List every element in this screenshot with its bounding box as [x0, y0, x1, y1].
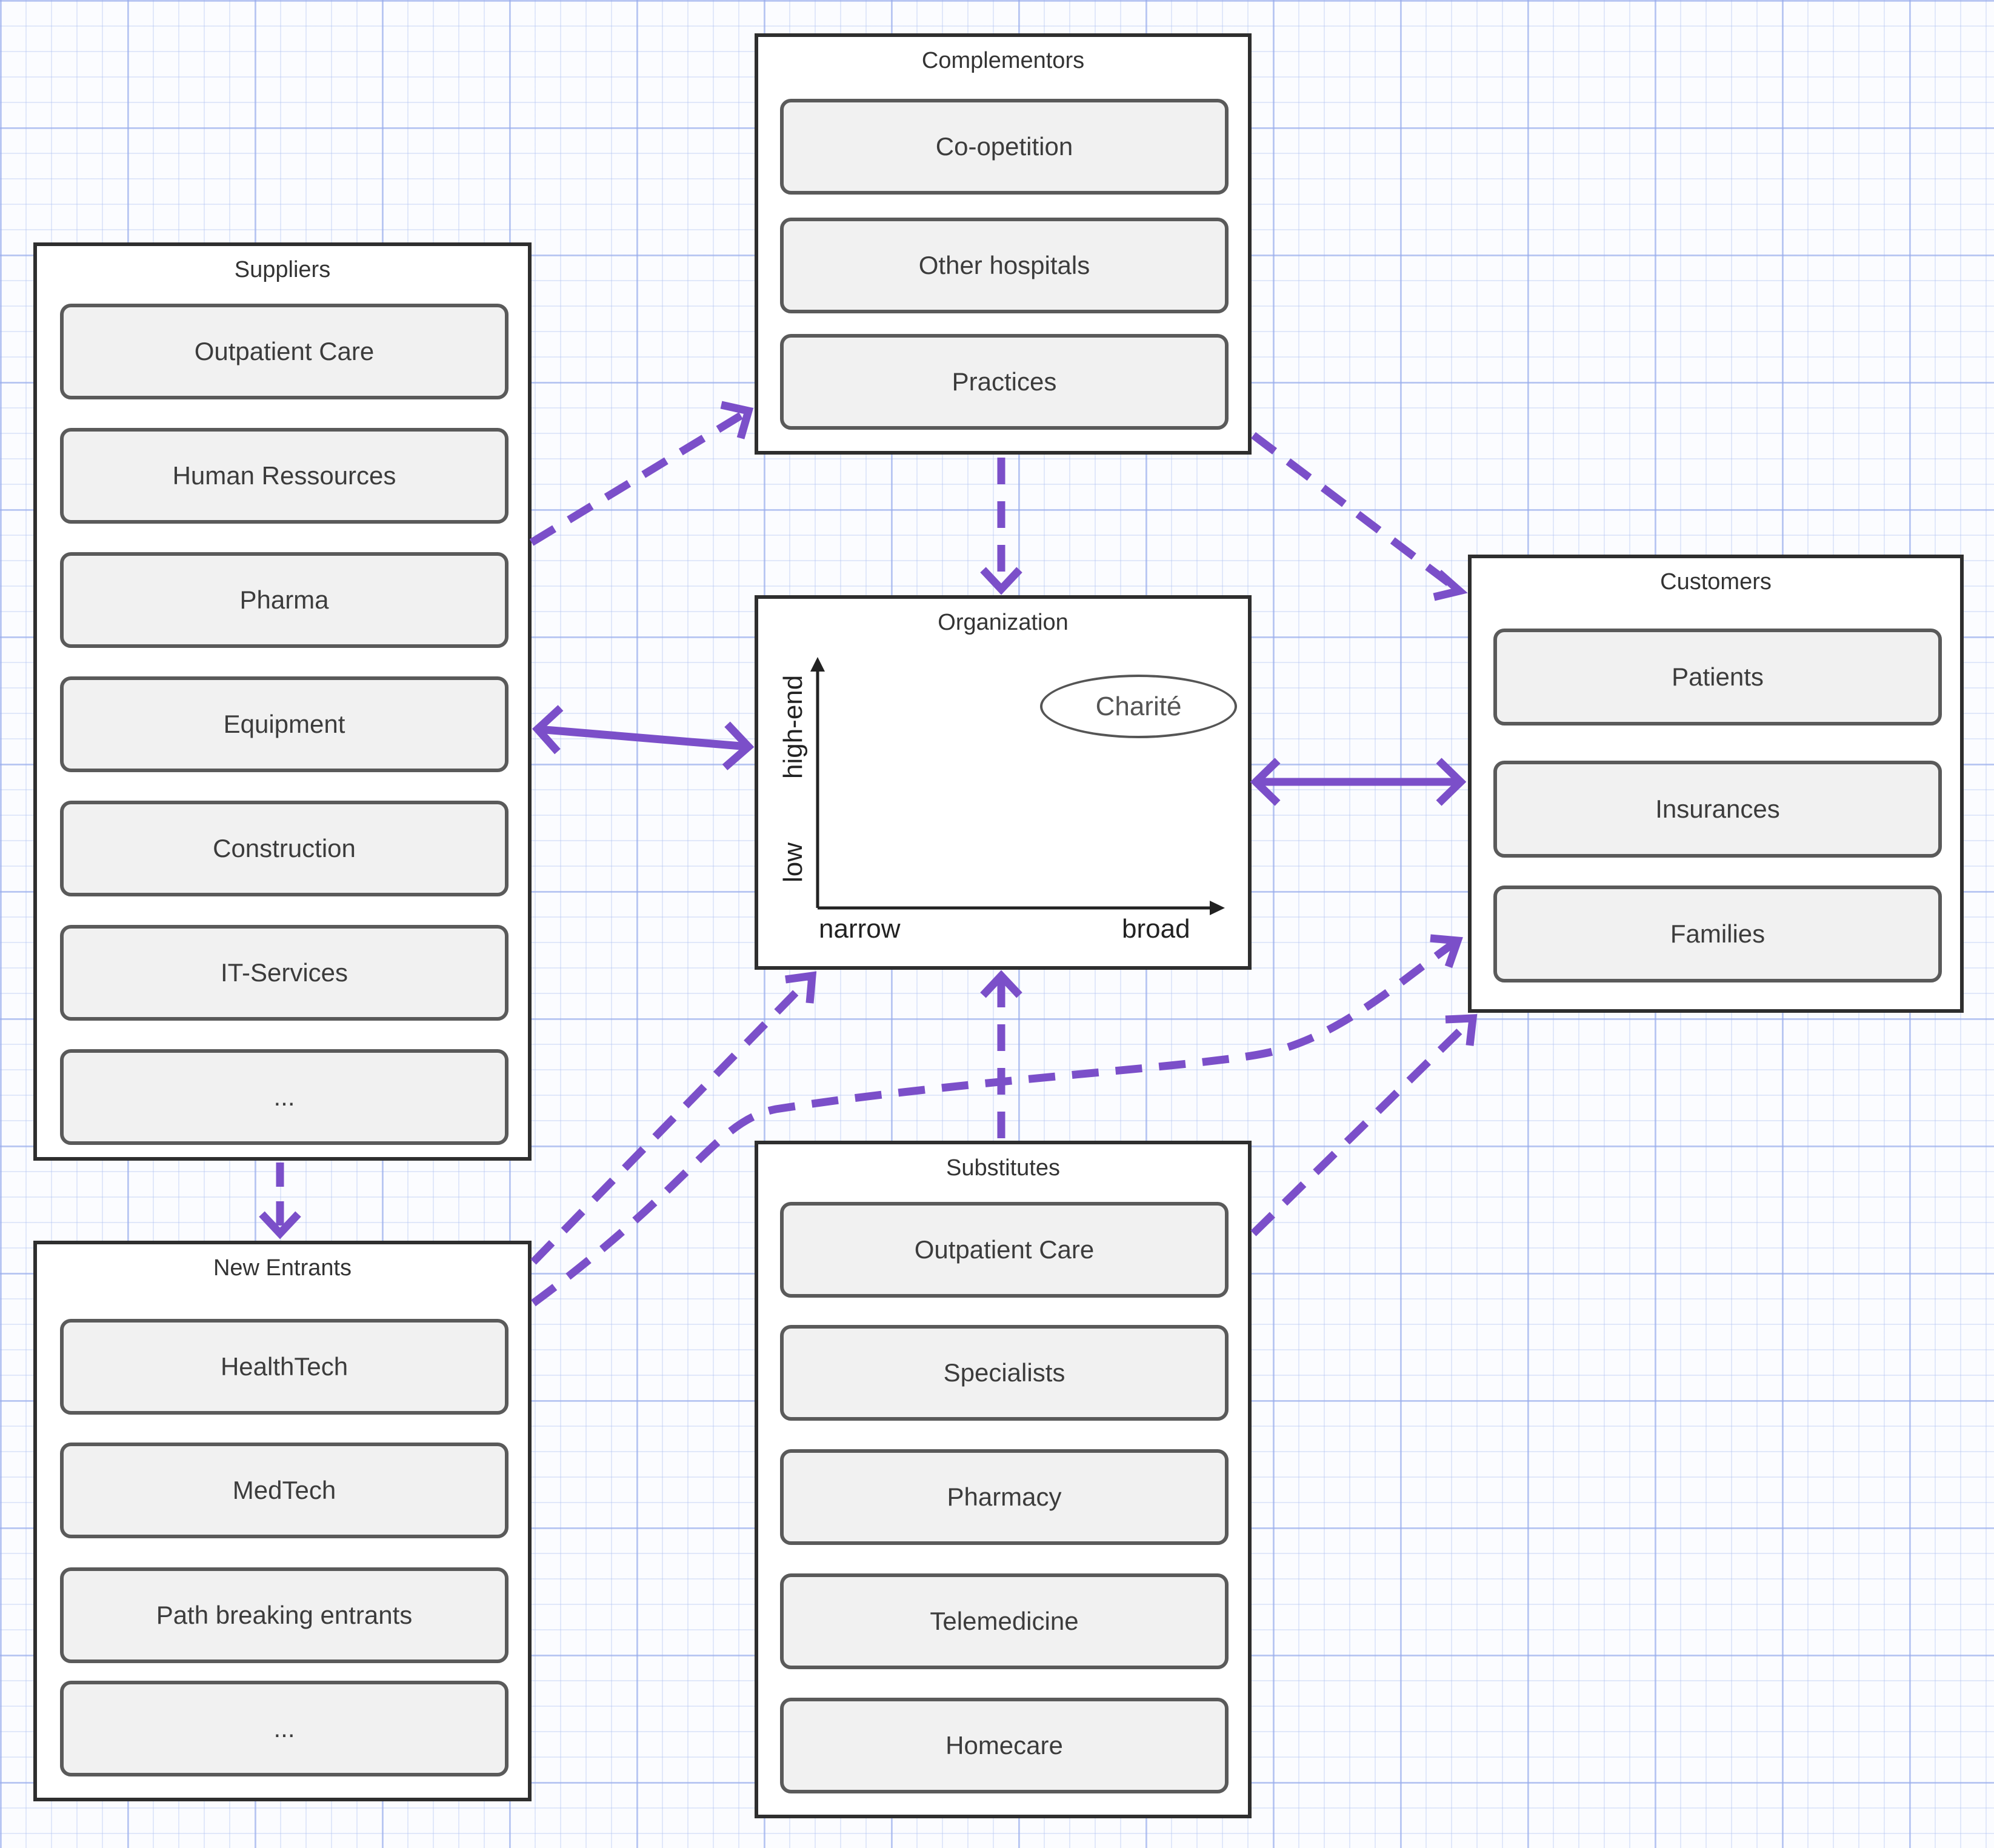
organization-title: Organization [938, 610, 1069, 635]
arrowhead-new-entrants-to-organization [785, 971, 817, 1004]
arrow-substitutes-to-customers [1250, 1015, 1476, 1236]
x-axis-low-label: narrow [819, 914, 901, 944]
complementors-group: Complementors Co-opetition Other hospita… [755, 33, 1252, 455]
complementor-item-practices: Practices [780, 334, 1229, 430]
supplier-item-outpatient-care: Outpatient Care [60, 304, 509, 399]
supplier-item-more: ... [60, 1049, 509, 1145]
substitutes-title: Substitutes [946, 1155, 1060, 1181]
new-entrant-item-more: ... [60, 1681, 509, 1776]
arrowhead-new-entrants-to-customers [1430, 934, 1463, 969]
new-entrants-title: New Entrants [213, 1255, 352, 1281]
substitute-item-pharmacy: Pharmacy [780, 1449, 1229, 1545]
supplier-item-pharma: Pharma [60, 552, 509, 648]
arrow-suppliers-organization [537, 725, 749, 751]
x-axis-high-label: broad [1122, 914, 1190, 944]
new-entrant-item-path-breaking: Path breaking entrants [60, 1567, 509, 1663]
charite-marker: Charité [1040, 675, 1237, 738]
arrowhead-organization-customers-right [1436, 758, 1467, 806]
complementor-item-co-opetition: Co-opetition [780, 99, 1229, 195]
substitute-item-outpatient-care: Outpatient Care [780, 1202, 1229, 1298]
customer-item-insurances: Insurances [1493, 761, 1942, 858]
organization-group: Organization high-end low narrow broad C… [755, 595, 1252, 970]
new-entrant-item-medtech: MedTech [60, 1443, 509, 1538]
supplier-item-it-services: IT-Services [60, 925, 509, 1021]
supplier-item-construction: Construction [60, 801, 509, 896]
suppliers-group: Suppliers Outpatient Care Human Ressourc… [33, 242, 532, 1161]
arrow-complementors-to-customers [1251, 432, 1462, 595]
supplier-item-human-ressources: Human Ressources [60, 428, 509, 524]
arrowhead-suppliers-to-new-entrants [259, 1211, 301, 1239]
complementors-title: Complementors [921, 48, 1085, 73]
suppliers-title: Suppliers [234, 257, 331, 282]
substitute-item-telemedicine: Telemedicine [780, 1573, 1229, 1669]
substitutes-group: Substitutes Outpatient Care Specialists … [755, 1141, 1252, 1818]
customers-group: Customers Patients Insurances Families [1468, 555, 1964, 1013]
arrowhead-organization-customers-left [1250, 758, 1281, 806]
complementor-item-other-hospitals: Other hospitals [780, 218, 1229, 313]
supplier-item-equipment: Equipment [60, 676, 509, 772]
organization-axes [810, 657, 1225, 915]
arrowhead-complementors-to-customers [1433, 570, 1468, 601]
arrowhead-suppliers-organization-right [722, 721, 755, 770]
arrowhead-suppliers-organization-left [532, 705, 564, 755]
customer-item-patients: Patients [1493, 629, 1942, 726]
arrow-new-entrants-to-customers [531, 937, 1460, 1307]
arrowhead-substitutes-to-customers [1445, 1014, 1478, 1046]
arrow-suppliers-to-complementors [529, 407, 751, 546]
new-entrants-group: New Entrants HealthTech MedTech Path bre… [33, 1241, 532, 1801]
customer-item-families: Families [1493, 886, 1942, 982]
new-entrant-item-healthtech: HealthTech [60, 1319, 509, 1415]
arrow-new-entrants-to-organization [530, 973, 815, 1265]
substitute-item-homecare: Homecare [780, 1698, 1229, 1793]
arrowhead-substitutes-to-organization [980, 970, 1022, 998]
customers-title: Customers [1660, 569, 1772, 595]
arrowhead-suppliers-to-complementors [720, 401, 754, 439]
substitute-item-specialists: Specialists [780, 1325, 1229, 1421]
arrowhead-complementors-to-organization [980, 567, 1022, 595]
